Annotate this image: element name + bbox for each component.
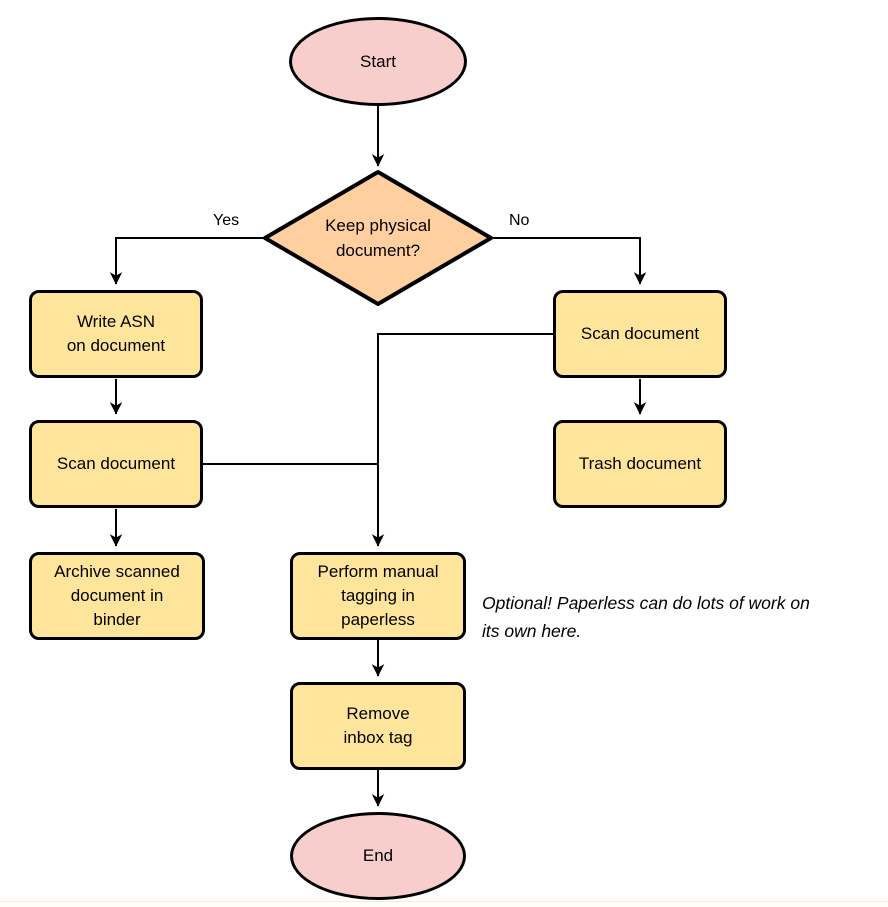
node-trash: Trash document	[553, 420, 727, 508]
node-write-asn-label: Write ASN on document	[66, 312, 166, 355]
node-tagging: Perform manual tagging in paperless	[290, 552, 466, 640]
edge-decision-yes-to-write-asn	[109, 237, 266, 285]
node-end-label: End	[362, 846, 394, 865]
node-tagging-label: Perform manual tagging in paperless	[317, 562, 439, 629]
node-scan-right: Scan document	[553, 290, 727, 378]
node-archive: Archive scanned document in binder	[29, 552, 205, 640]
node-scan-left: Scan document	[29, 420, 203, 508]
edge-label-yes: Yes	[211, 212, 242, 230]
node-decision: Keep physical document?	[288, 206, 468, 270]
node-start: Start	[289, 17, 467, 106]
edge-scan-right-to-tagging	[371, 333, 553, 547]
edge-decision-no-to-scan-right	[489, 237, 647, 285]
node-end: End	[290, 812, 466, 900]
node-remove-inbox-label: Remove inbox tag	[343, 704, 413, 747]
annotation-optional-note: Optional! Paperless can do lots of work …	[482, 593, 810, 641]
node-start-label: Start	[360, 51, 396, 71]
node-trash-label: Trash document	[578, 454, 702, 473]
edge-label-no: No	[507, 212, 532, 230]
node-archive-label: Archive scanned document in binder	[54, 562, 180, 629]
page-bottom-edge	[0, 901, 888, 907]
node-scan-right-label: Scan document	[580, 324, 700, 343]
node-scan-left-label: Scan document	[56, 454, 176, 473]
node-remove-inbox: Remove inbox tag	[290, 682, 466, 770]
decision-diamond-shape	[263, 170, 493, 306]
node-decision-label: Keep physical document?	[325, 216, 431, 260]
node-write-asn: Write ASN on document	[29, 290, 203, 378]
